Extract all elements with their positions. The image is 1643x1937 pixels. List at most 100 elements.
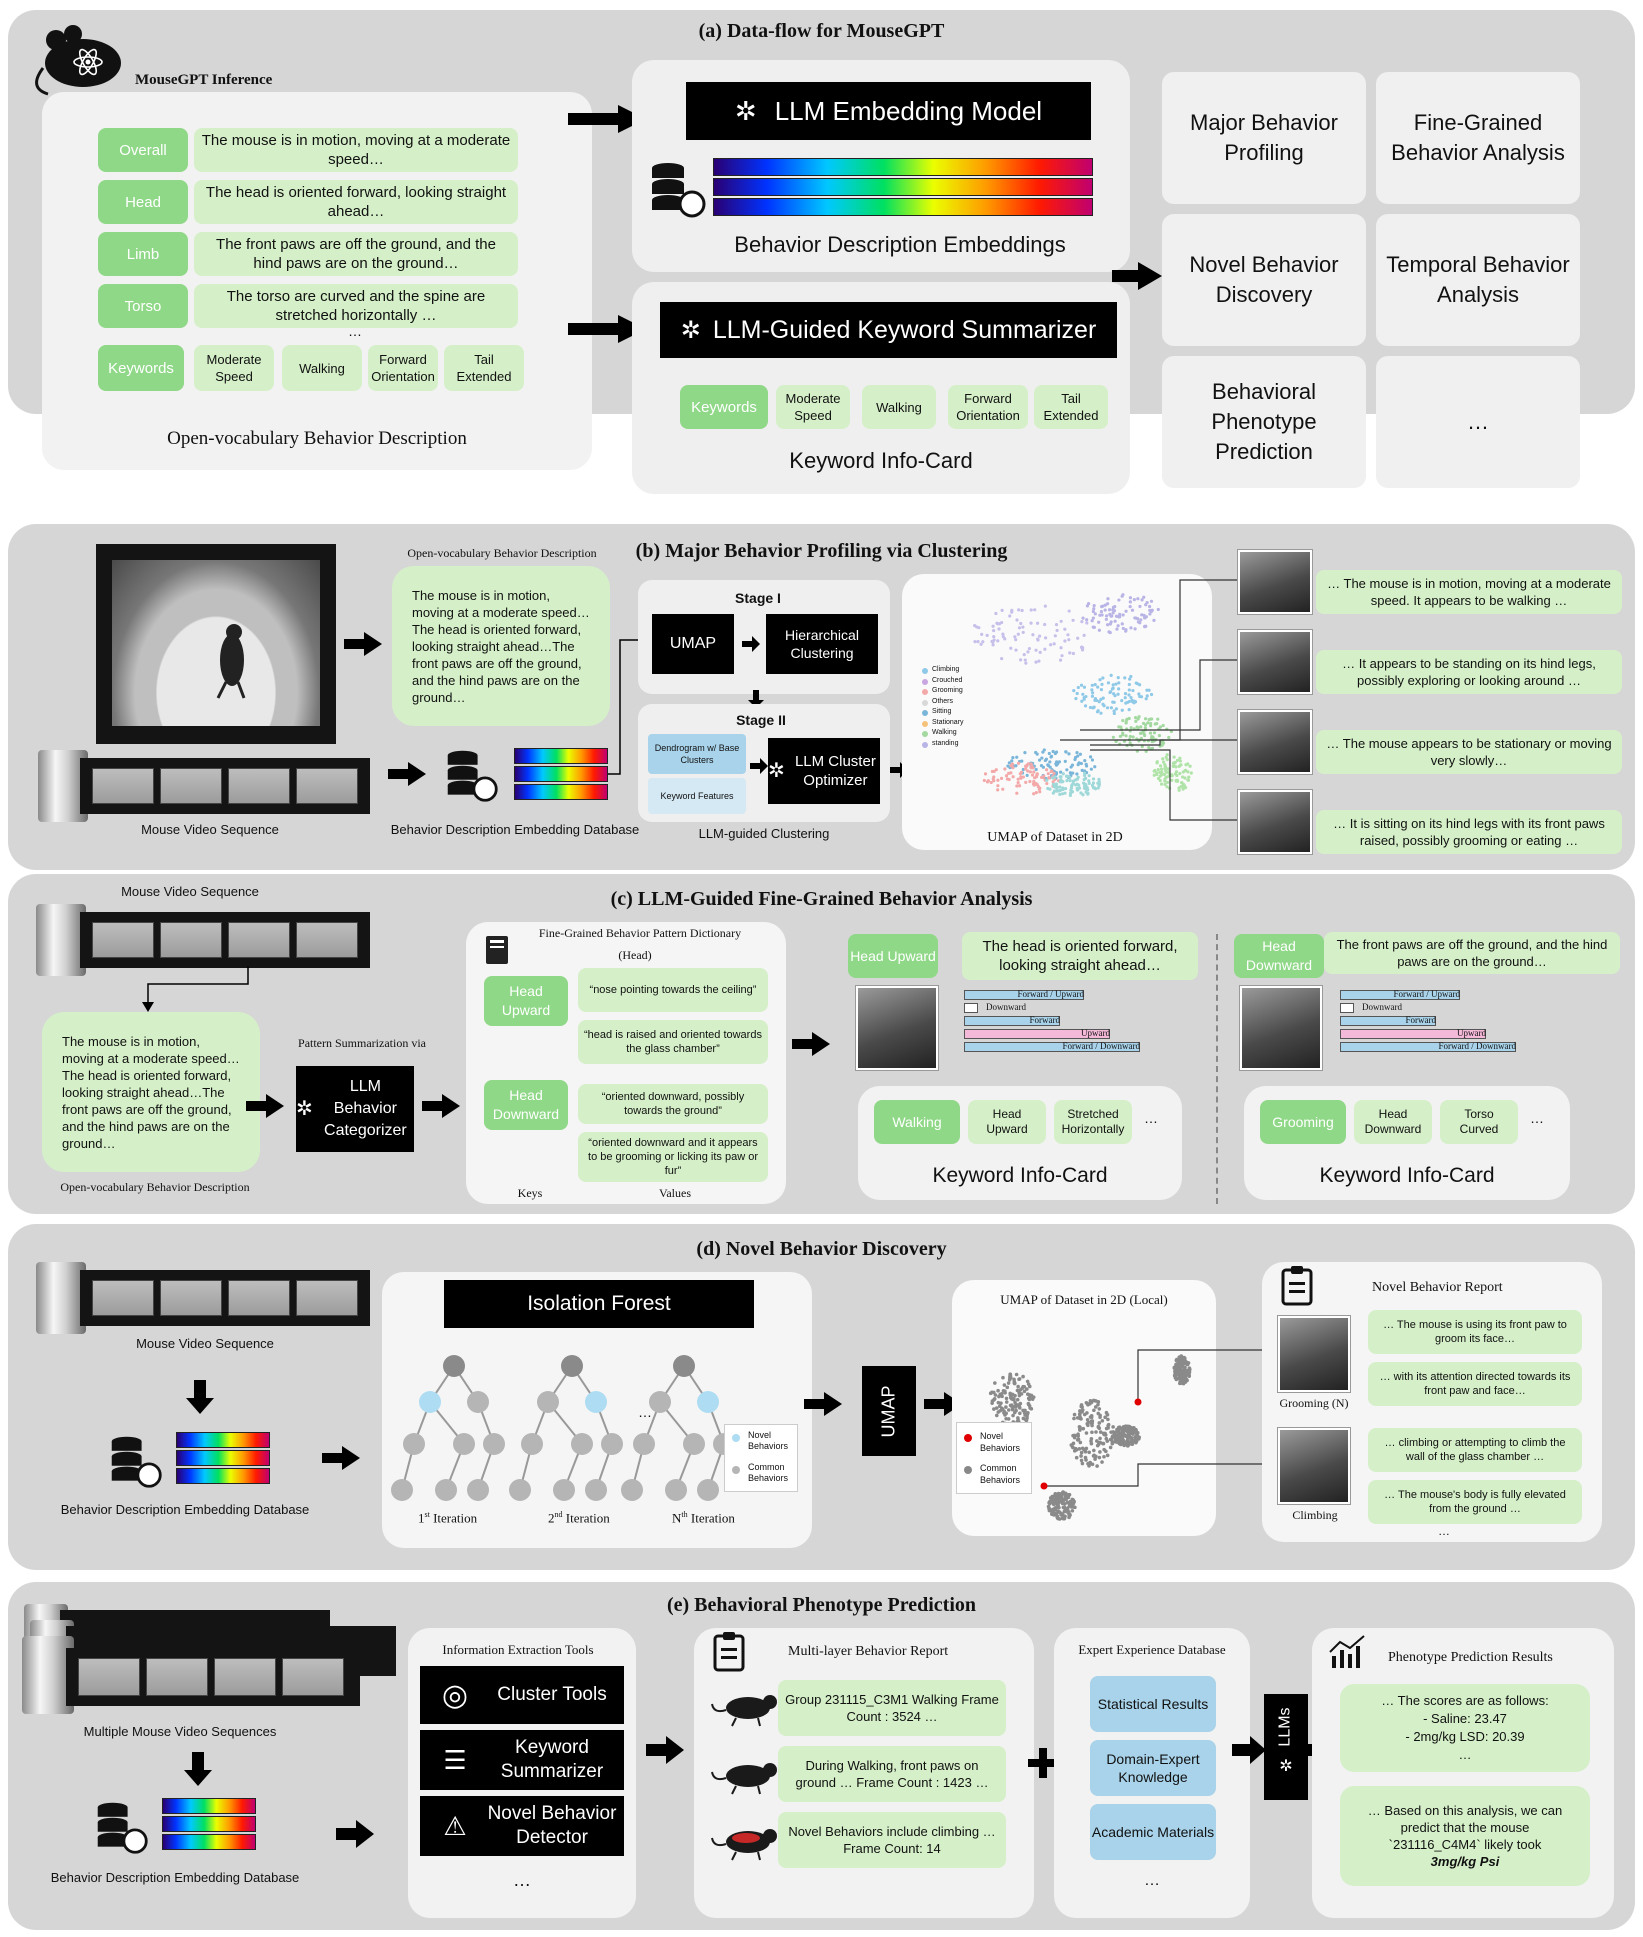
arrow-video-to-db <box>186 1380 214 1414</box>
umap-point <box>1129 726 1133 730</box>
local-umap-point <box>1025 1387 1029 1391</box>
section-e-title: (e) Behavioral Phenotype Prediction <box>666 1594 977 1616</box>
local-umap-point <box>1186 1372 1191 1377</box>
umap-point <box>1001 787 1005 791</box>
umap-point <box>1097 628 1101 632</box>
umap-point <box>1068 793 1072 798</box>
local-umap-point <box>1025 1379 1030 1384</box>
umap-point <box>1133 700 1138 704</box>
umap-point <box>1121 733 1125 737</box>
umap-point <box>1121 613 1125 617</box>
umap-point <box>1091 706 1095 710</box>
film-frame <box>92 1280 154 1316</box>
local-umap-point <box>1116 1425 1121 1430</box>
umap-point <box>1169 729 1174 734</box>
section-a-title: (a) Data-flow for MouseGPT <box>698 20 945 42</box>
left_card-bar-3 <box>964 1029 1110 1039</box>
right-card-photo <box>1240 986 1322 1070</box>
legend-label-2: Grooming <box>932 687 963 694</box>
local-umap-point <box>1052 1507 1056 1511</box>
categorizer-box: ✲LLM Behavior Categorizer <box>296 1066 414 1152</box>
umap-point <box>1113 619 1117 623</box>
umap-point <box>1092 786 1097 790</box>
arrow-umap-to-hier <box>742 636 760 652</box>
embedding-caption: Behavior Description Embeddings <box>734 232 1066 257</box>
local-umap-point <box>1178 1381 1183 1385</box>
local-umap-point <box>1016 1384 1020 1389</box>
b-db-caption: Behavior Description Embedding Database <box>390 822 640 837</box>
rows-ellipsis: … <box>348 323 362 339</box>
umap-point <box>1026 650 1030 654</box>
arrow-desc-to-categorizer <box>246 1094 284 1118</box>
umap-point <box>1016 761 1021 765</box>
umap-point <box>1043 604 1047 608</box>
tree-node <box>585 1391 607 1413</box>
application-5: … <box>1376 356 1580 488</box>
umap-point <box>1075 772 1079 776</box>
local-umap-point <box>1182 1360 1187 1364</box>
local-umap-point <box>1182 1356 1187 1361</box>
umap-point <box>1079 761 1083 766</box>
novel-detector-button[interactable]: ⚠Novel Behavior Detector <box>420 1796 624 1856</box>
umap-point <box>1000 608 1004 612</box>
local-umap-point <box>1072 1412 1077 1417</box>
film-frame <box>92 768 154 804</box>
keyword-summarizer-button[interactable]: ☰Keyword Summarizer <box>420 1730 624 1790</box>
umap-point <box>1052 771 1056 775</box>
umap-point <box>1085 618 1089 622</box>
example-photo-1 <box>1238 630 1312 694</box>
local-umap-point <box>1132 1439 1137 1443</box>
umap-point <box>1010 762 1015 766</box>
umap-point <box>1128 741 1132 745</box>
cluster-tools-button[interactable]: ◎Cluster Tools <box>420 1666 624 1724</box>
local-umap-point <box>1005 1385 1010 1390</box>
local-umap-point <box>1085 1411 1089 1415</box>
local-umap-point <box>1111 1425 1115 1429</box>
local-umap-point <box>1090 1430 1094 1435</box>
local-umap-point <box>1058 1495 1063 1499</box>
umap-point <box>1004 774 1009 778</box>
umap-point <box>1092 607 1096 611</box>
row-text-3: The torso are curved and the spine are s… <box>194 284 518 328</box>
umap-point <box>1015 755 1019 759</box>
e-db-caption: Behavior Description Embedding Database <box>50 1870 300 1885</box>
grooming-photo <box>1278 1316 1350 1392</box>
embedding-bar-2 <box>713 178 1093 196</box>
local-umap-point <box>1006 1417 1011 1421</box>
umap-point <box>996 778 1000 782</box>
arrow-stage2-inputs <box>750 758 768 774</box>
local-umap-point <box>1024 1418 1029 1423</box>
umap-point <box>1093 683 1097 687</box>
umap-point <box>1067 609 1071 613</box>
umap-point <box>1055 628 1059 633</box>
local-umap-point <box>1085 1418 1090 1422</box>
tree-node <box>601 1433 623 1455</box>
umap-point <box>1080 648 1085 652</box>
umap-point <box>1149 724 1153 728</box>
umap-point <box>1049 755 1053 759</box>
local-umap-point <box>1175 1369 1179 1374</box>
tools-ellipsis: … <box>513 1870 531 1890</box>
left_card-bar-label-2: Forward <box>1029 1015 1061 1025</box>
umap-point <box>1109 706 1113 710</box>
local-umap-point <box>1070 1502 1075 1506</box>
local-umap-point <box>1131 1430 1135 1434</box>
umap-point <box>1150 746 1154 750</box>
umap-point <box>1097 777 1101 781</box>
local-umap-point <box>1134 1434 1138 1438</box>
local-umap-point <box>1072 1416 1076 1421</box>
local-umap-point <box>1076 1434 1080 1438</box>
row-key-1: Head <box>98 180 188 224</box>
umap-point <box>1178 763 1182 767</box>
right-card-text: The front paws are off the ground, and t… <box>1324 932 1620 974</box>
umap-point <box>1082 685 1087 689</box>
umap-point <box>1138 683 1142 687</box>
local-umap-point <box>1179 1373 1183 1378</box>
infocard-keyword-3: Tail Extended <box>1034 385 1108 429</box>
umap-point <box>1157 734 1161 738</box>
local-umap-point <box>1120 1436 1124 1441</box>
umap-point <box>1139 725 1143 729</box>
local-umap-point <box>1002 1409 1006 1413</box>
umap-point <box>1150 734 1154 739</box>
umap-point <box>1055 760 1059 764</box>
